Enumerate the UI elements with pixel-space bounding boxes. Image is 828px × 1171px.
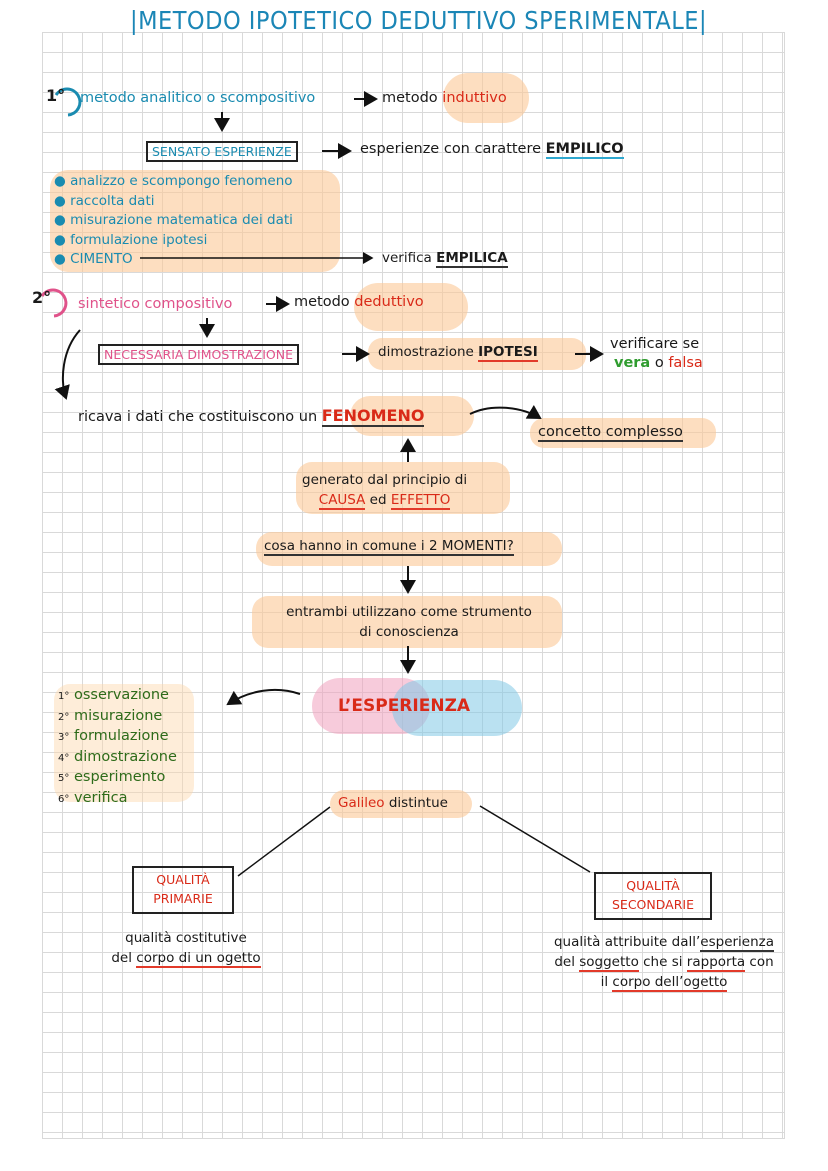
primary-box-line1: QUALITÀ: [156, 872, 210, 887]
section1-induttivo: induttivo: [442, 90, 507, 106]
secondary-desc-line2: del soggetto che si rapporta con: [554, 954, 774, 972]
section2-method-label: sintetico compositivo: [78, 296, 233, 312]
section2-method-prefix: metodo: [294, 294, 355, 310]
section1-box-desc: esperienze con carattere EMPILICO: [360, 141, 624, 159]
section1-method-label: metodo analitico o scompositivo: [80, 90, 316, 106]
phenomenon-line: ricava i dati che costituiscono un FENOM…: [78, 406, 425, 427]
section2-box-desc: dimostrazione IPOTESI: [378, 344, 538, 362]
verify-true-false: verificare se vera o falsa: [610, 335, 703, 373]
qualita-secondarie-box: QUALITÀ SECONDARIE: [594, 872, 712, 920]
step-item: 2° misurazione: [58, 707, 163, 724]
steps-list: 1° osservazione 2° misurazione 3° formul…: [58, 686, 177, 809]
highlight-galileo: [330, 790, 472, 818]
highlight-generato: [296, 462, 510, 514]
fenomeno-keyword: FENOMENO: [321, 406, 425, 427]
empilico-keyword: EMPILICO: [545, 141, 624, 159]
step-item: 6° verifica: [58, 789, 128, 806]
step-item: 3° formulazione: [58, 728, 169, 744]
section2-box-desc-prefix: dimostrazione: [378, 344, 479, 360]
section1-method-result: metodo induttivo: [382, 90, 507, 106]
concetto-complesso: concetto complesso: [538, 424, 683, 442]
bullet-item: ● misurazione matematica dei dati: [54, 212, 293, 228]
common-question: cosa hanno in comune i 2 MOMENTI?: [264, 538, 514, 556]
sensato-esperienze-box: SENSATO ESPERIENZE: [146, 141, 298, 162]
answer-line1: entrambi utilizzano come strumento: [286, 604, 532, 620]
page-title: |METODO IPOTETICO DEDUTTIVO SPERIMENTALE…: [130, 6, 708, 35]
generato-line2: CAUSA ed EFFETTO: [318, 492, 451, 510]
bullet-item: ● analizzo e scompongo fenomeno: [54, 173, 293, 189]
highlight-esperienza-blue: [392, 680, 522, 736]
answer-line2: di conoscienza: [359, 624, 459, 640]
verify-line2: vera o falsa: [614, 355, 703, 371]
empilica-keyword: EMPILICA: [436, 250, 508, 268]
verify-prefix: verifica: [382, 250, 437, 266]
secondary-box-line1: QUALITÀ: [626, 878, 680, 893]
highlight-steps: [54, 684, 194, 802]
secondary-desc-line1: qualità attribuite dall’esperienza: [553, 934, 775, 952]
section2-deduttivo: deduttivo: [354, 294, 424, 310]
galileo-line: Galileo distintue: [338, 795, 448, 811]
highlight-fenomeno: [350, 396, 474, 436]
galileo-verb: distintue: [384, 795, 448, 811]
generato-line1: generato dal principio di: [302, 472, 468, 488]
common-answer: entrambi utilizzano come strumento di co…: [258, 602, 560, 642]
section1-method-prefix: metodo: [382, 90, 443, 106]
step-item: 1° osservazione: [58, 687, 169, 703]
section2-number: 2°: [32, 288, 52, 307]
bullet-item: ● raccolta dati: [54, 192, 155, 209]
primary-desc-line2: del corpo di un ogetto: [111, 950, 261, 968]
generato-text: generato dal principio di CAUSA ed EFFET…: [302, 470, 467, 510]
section1-number: 1°: [46, 86, 66, 105]
bullet-item: ● CIMENTO: [54, 251, 133, 267]
section2-method-result: metodo deduttivo: [294, 294, 424, 310]
section1-box-desc-prefix: esperienze con carattere: [360, 141, 546, 157]
secondary-desc-line3: il corpo dell’ogetto: [600, 974, 728, 992]
phenomenon-prefix: ricava i dati che costituiscono un: [78, 409, 322, 425]
section1-bullet-list: ● analizzo e scompongo fenomeno ● raccol…: [54, 172, 293, 270]
verify-line1: verificare se: [610, 336, 700, 352]
highlight-deduttivo: [354, 283, 468, 331]
step-item: 4° dimostrazione: [58, 748, 177, 765]
primary-desc-line1: qualità costitutive: [125, 930, 247, 946]
highlight-question: [256, 532, 562, 566]
secondary-description: qualità attribuite dall’esperienza del s…: [522, 932, 806, 992]
section1-verify: verifica EMPILICA: [382, 250, 508, 268]
galileo-name: Galileo: [338, 795, 385, 811]
ipotesi-keyword: IPOTESI: [478, 344, 538, 362]
highlight-concetto: [530, 418, 716, 448]
highlight-induttivo: [443, 73, 529, 123]
highlight-ipotesi-row: [368, 338, 586, 370]
secondary-box-line2: SECONDARIE: [612, 897, 694, 912]
esperienza-label: L’ESPERIENZA: [338, 696, 471, 716]
step-item: 5° esperimento: [58, 769, 166, 785]
highlight-bullets: [50, 170, 340, 272]
qualita-primarie-box: QUALITÀ PRIMARIE: [132, 866, 234, 914]
highlight-answer: [252, 596, 562, 648]
bullet-item: ● formulazione ipotesi: [54, 231, 208, 248]
necessaria-dimostrazione-box: NECESSARIA DIMOSTRAZIONE: [98, 344, 299, 365]
primary-description: qualità costitutive del corpo di un oget…: [88, 928, 284, 968]
primary-box-line2: PRIMARIE: [153, 891, 213, 906]
